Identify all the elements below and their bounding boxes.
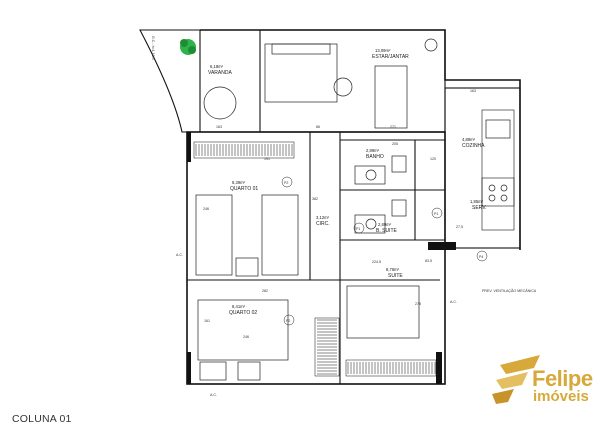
tag-p2-a: P2: [284, 181, 288, 185]
dim-4: 205: [392, 142, 398, 146]
dim-15: 120: [430, 157, 436, 161]
varanda-table: [203, 86, 237, 120]
note-ac-1: A.C.: [176, 253, 183, 257]
tag-p4: P4: [479, 255, 483, 259]
note-gc: G.C.- h=1,10m: [151, 36, 155, 60]
label-suite: SUITE: [388, 273, 403, 279]
dim-2: 86: [316, 125, 320, 129]
label-varanda: VARANDA: [208, 70, 232, 76]
label-banho: BANHO: [366, 154, 384, 160]
brand-sub: imóveis: [533, 388, 589, 405]
area-quarto01: 8,39m²: [232, 180, 246, 185]
area-suite: 8,76m²: [386, 267, 400, 272]
area-cozinha: 4,89m²: [462, 137, 476, 142]
note-ac-2: A.C.: [210, 393, 217, 397]
brand-logo-icon: [492, 355, 540, 404]
dim-12: 83.5: [425, 259, 432, 263]
estar-walls: [259, 29, 446, 133]
bed-quarto02: [197, 299, 289, 361]
plan-caption: COLUNA 01: [12, 413, 72, 425]
label-serv: SERV.: [472, 205, 486, 211]
brand: Felipe imóveis: [490, 350, 598, 412]
sofa: [264, 43, 338, 103]
area-bsuite: 2,89m²: [378, 222, 392, 227]
area-varanda: 6,18m²: [210, 64, 224, 69]
dim-16: 27,5: [456, 225, 463, 229]
label-quarto02: QUARTO 02: [229, 310, 257, 316]
label-circ: CIRC.: [316, 221, 330, 227]
dim-11: 224.5: [372, 260, 381, 264]
tag-p1-b: P1: [434, 212, 438, 216]
bed-quarto01-a: [195, 194, 233, 276]
label-estar: ESTAR/JANTAR: [372, 54, 409, 60]
dim-6: 282: [262, 289, 268, 293]
brand-name: Felipe: [532, 366, 593, 391]
plant-icon: [180, 39, 196, 55]
wardrobes: [193, 141, 437, 377]
label-quarto01: QUARTO 01: [230, 186, 258, 192]
note-ventilacao: PREV. VENTILAÇÃO MECÂNICA: [482, 288, 537, 293]
bed-quarto01-b: [261, 194, 299, 276]
area-banho: 2,89m²: [366, 148, 380, 153]
kitchen-walls: [444, 87, 521, 249]
area-circ: 3,12m²: [316, 215, 330, 220]
dim-7: 246: [203, 207, 209, 211]
bed-suite: [346, 285, 420, 339]
dining-table: [374, 65, 408, 129]
label-bsuite: B. SUITE: [376, 228, 398, 234]
dim-3: 271: [390, 125, 396, 129]
tag-p1-a: P1: [356, 227, 360, 231]
area-quarto02: 8,41m²: [232, 304, 246, 309]
dim-5: 163: [470, 89, 476, 93]
dim-8: 382: [312, 197, 318, 201]
note-ac-3: A.C.: [450, 300, 457, 304]
dim-10: 278: [415, 302, 421, 306]
dim-14: 191: [264, 157, 270, 161]
tag-p2-b: P2: [286, 319, 290, 323]
dim-1: 163: [216, 125, 222, 129]
area-serv: 1,85m²: [470, 199, 484, 204]
label-cozinha: COZINHA: [462, 143, 485, 149]
dim-9: 246: [243, 335, 249, 339]
dim-13: 161: [204, 319, 210, 323]
area-estar: 13,09m²: [375, 48, 391, 53]
